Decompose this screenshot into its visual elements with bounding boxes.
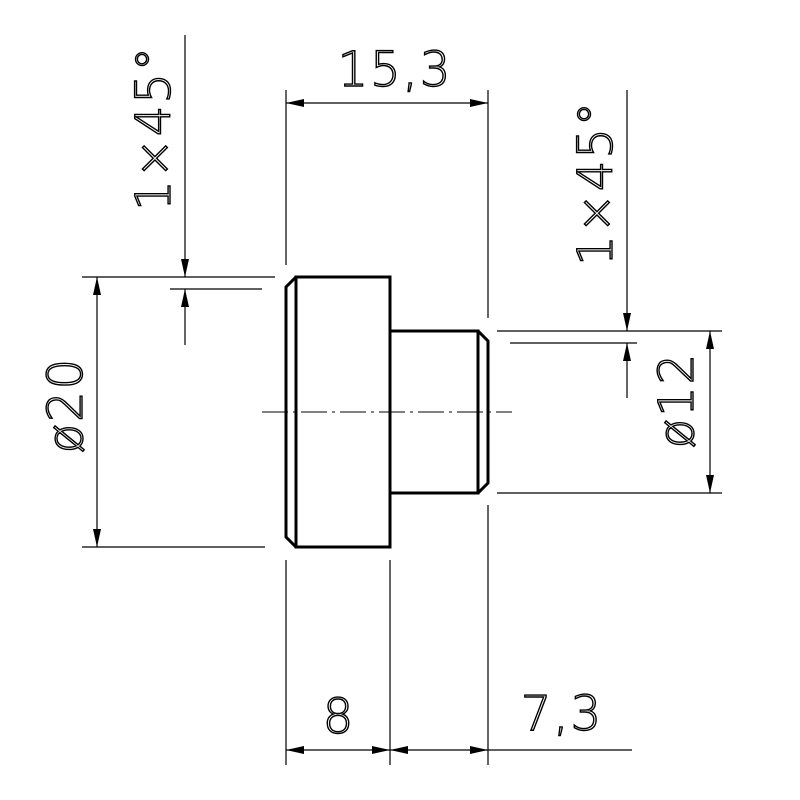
dimension-small-diameter [706,331,714,493]
large-diameter-label: ø20 [38,357,94,453]
large-length-label: 8 [323,689,356,745]
dimension-chamfer-left [181,35,189,345]
dimension-large-length [286,746,390,754]
small-length-label: 7,3 [521,686,603,742]
part-outline [284,275,490,549]
extension-lines [82,90,722,765]
chamfer-right-label: 1×45° [568,100,624,266]
overall-length-label: 15,3 [338,42,453,98]
small-diameter-label: ø12 [649,352,705,448]
dimension-overall-length [286,99,488,107]
dimension-chamfer-right [623,90,631,398]
chamfer-left-label: 1×45° [126,45,182,211]
dimension-small-length [390,746,632,754]
dimension-large-diameter [93,277,101,547]
